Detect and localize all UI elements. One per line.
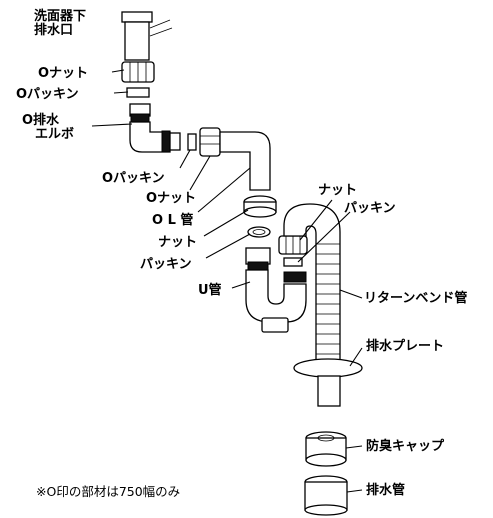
label-packing-right: パッキン: [344, 201, 396, 216]
label-packing-lower: パッキン: [140, 257, 192, 272]
drain-pipe-part: [304, 475, 348, 516]
u-pipe-part: [245, 247, 307, 333]
label-drain-plate: 排水プレート: [366, 338, 444, 354]
drain-elbow-part: [129, 103, 181, 153]
return-bend-pipe-part: [283, 203, 341, 363]
nut-mid-part: [199, 127, 221, 157]
packing-right-part: [283, 257, 303, 267]
label-odor-cap: 防臭キャップ: [366, 438, 445, 454]
nut-lower-part: [243, 195, 277, 218]
packing-top-part: [126, 87, 150, 98]
note-750-width-only: ※O印の部材は750幅のみ: [36, 484, 180, 499]
label-drain-elbow: O排水 エルボ: [22, 112, 74, 142]
label-nut-mid: Oナット: [146, 191, 196, 206]
label-u-pipe: U管: [198, 282, 222, 298]
label-line: エルボ: [22, 126, 74, 142]
odor-cap-part: [305, 431, 347, 467]
packing-mid-part: [187, 133, 197, 151]
label-line: 洗面器下: [34, 8, 86, 24]
label-drain-pipe: 排水管: [366, 482, 405, 498]
label-return-bend-pipe: リターンベンド管: [364, 290, 467, 306]
packing-lower-part: [247, 226, 271, 238]
leader-lines: [91, 69, 363, 493]
l-pipe-part: [219, 131, 271, 191]
label-l-pipe: O L 管: [152, 212, 193, 228]
sink-drain-outlet-part: [121, 11, 173, 61]
label-packing-mid: Oパッキン: [102, 171, 165, 186]
label-packing-top: Oパッキン: [16, 87, 79, 102]
nut-right-part: [278, 235, 308, 255]
label-sink-drain-outlet: 洗面器下排水口: [34, 8, 86, 38]
nut-top-part: [121, 61, 155, 83]
drain-plate-part: [293, 358, 363, 407]
label-line: 排水口: [34, 22, 73, 38]
label-nut-lower: ナット: [158, 235, 197, 250]
label-nut-top: Oナット: [38, 66, 88, 81]
label-line: O排水: [22, 112, 60, 128]
label-nut-right: ナット: [318, 183, 357, 198]
